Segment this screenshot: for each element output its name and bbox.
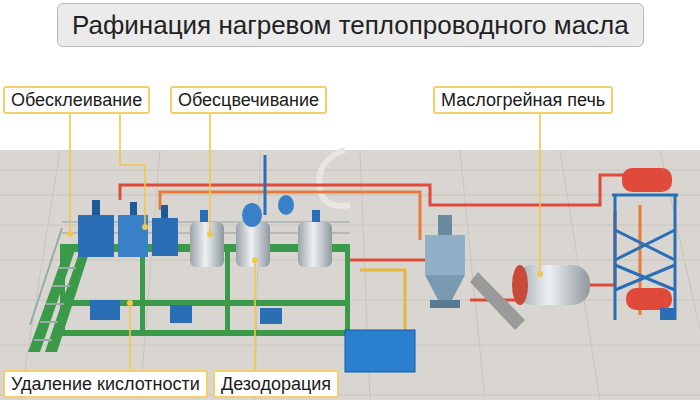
callout-box: Обесцвечивание — [170, 86, 327, 114]
callout-label: Дезодорация — [221, 373, 331, 395]
leader-lines — [70, 113, 540, 369]
title-banner: Рафинация нагревом теплопроводного масла — [57, 3, 644, 47]
callout-label: Маслогрейная печь — [441, 89, 605, 111]
callout-label: Обесцвечивание — [178, 89, 319, 111]
callout-box: Удаление кислотности — [3, 370, 208, 398]
title-text: Рафинация нагревом теплопроводного масла — [72, 5, 629, 45]
callout-label: Удаление кислотности — [11, 373, 200, 395]
callout-label: Обесклеивание — [11, 89, 142, 111]
callout-box: Обесклеивание — [3, 86, 150, 114]
callout-box: Маслогрейная печь — [433, 86, 613, 114]
callout-box: Дезодорация — [213, 370, 339, 398]
